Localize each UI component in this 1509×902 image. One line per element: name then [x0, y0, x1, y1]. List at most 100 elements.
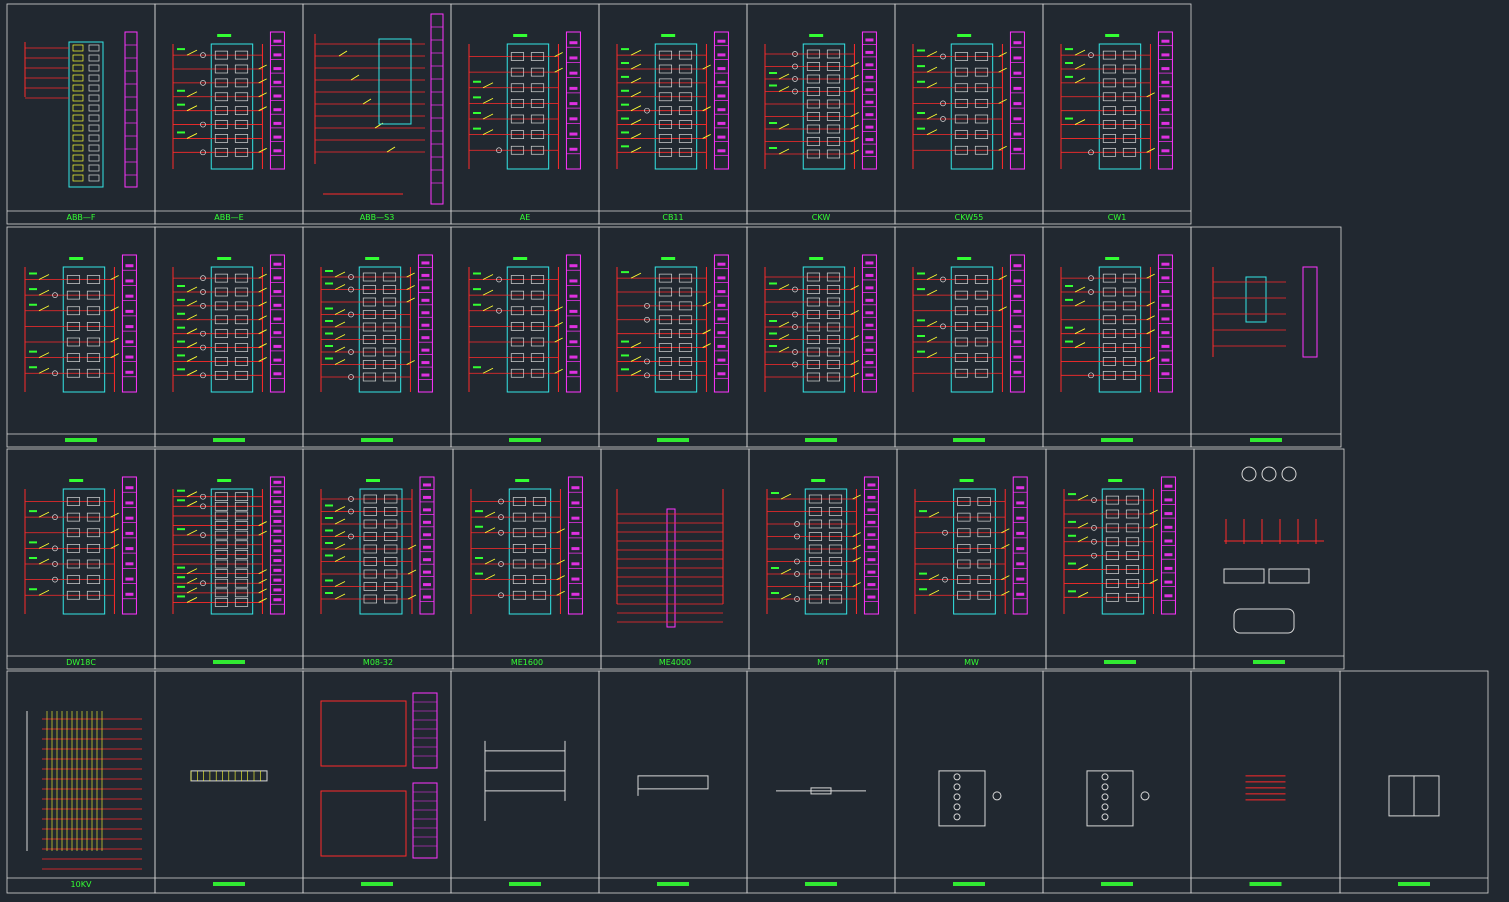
legend-text — [1013, 147, 1022, 151]
terminal-cell — [826, 335, 841, 344]
terminal-cell — [384, 507, 398, 516]
switch-contact — [484, 511, 496, 518]
output-contact — [850, 62, 859, 67]
terminal-cell — [1122, 315, 1137, 325]
switch-contact — [334, 346, 346, 353]
terminal-cell — [1102, 301, 1117, 311]
switch-contact — [630, 105, 642, 112]
legend-text — [569, 86, 578, 90]
legend-table — [863, 476, 879, 615]
lamp-symbol — [942, 529, 948, 536]
caption-glyphs — [65, 438, 97, 442]
output-contact — [110, 337, 119, 343]
terminal-cell — [678, 106, 693, 116]
contact-label — [177, 585, 185, 588]
terminal-block — [802, 266, 846, 393]
panel-frame — [1042, 3, 1192, 225]
panel-1-4: AE — [451, 31, 599, 222]
terminal-cell — [66, 322, 81, 331]
lamp-symbol — [940, 116, 946, 122]
title-mark — [959, 479, 974, 482]
legend-text — [1164, 594, 1173, 598]
panel-3-5: ME4000 — [601, 489, 749, 667]
output-contact — [406, 360, 415, 365]
terminal-cell — [363, 507, 377, 516]
output-contact — [850, 124, 859, 130]
terminal-block — [210, 43, 254, 170]
terminal-cell — [1125, 509, 1140, 519]
terminal-cell — [1105, 565, 1120, 574]
legend-table — [121, 476, 137, 615]
switch-contact — [928, 511, 940, 518]
terminal-cell — [86, 512, 101, 522]
output-contact — [258, 357, 267, 362]
terminal-cell — [974, 67, 989, 77]
panel-caption: ABB—E — [214, 213, 244, 222]
terminal-cell — [234, 134, 249, 143]
switch-contact — [484, 527, 496, 534]
terminal-cell — [826, 112, 841, 121]
terminal-cell — [532, 512, 547, 522]
legend-text — [865, 286, 874, 290]
switch-contact — [334, 543, 346, 550]
terminal-cell — [532, 528, 547, 538]
lamp-symbol — [498, 498, 504, 505]
caption-glyphs — [1253, 660, 1285, 664]
motor-box — [938, 770, 986, 827]
output-contact — [850, 87, 859, 92]
switch-contact — [334, 321, 346, 328]
terminal-cell — [1122, 370, 1137, 380]
caption-glyphs — [213, 438, 245, 442]
terminal-cell — [826, 297, 841, 307]
terminal-cell — [363, 519, 377, 529]
terminal-cell — [954, 290, 969, 300]
switch-contact — [186, 300, 198, 307]
terminal-cell — [72, 114, 84, 122]
output-contact — [258, 287, 267, 293]
output-contact — [258, 301, 267, 307]
terminal-cell — [510, 67, 525, 77]
caption-glyphs — [213, 882, 245, 886]
terminal-cell — [510, 52, 525, 61]
output-contact — [258, 315, 267, 321]
panel-4-5 — [599, 775, 747, 886]
contact-label — [325, 592, 333, 594]
terminal-cell — [214, 588, 229, 598]
output-contact — [258, 598, 267, 603]
legend-text — [273, 500, 282, 504]
switch-contact — [926, 82, 938, 89]
terminal-cell — [234, 147, 249, 157]
legend-text — [273, 510, 282, 514]
panel-caption: CKW — [812, 213, 831, 222]
legend-text — [865, 298, 874, 302]
lamp-symbol — [498, 514, 504, 520]
terminal-cell — [234, 92, 249, 102]
contact-label — [177, 576, 185, 579]
contact-label — [621, 368, 629, 371]
panel-3-6: MT — [749, 476, 897, 667]
terminal-cell — [512, 512, 527, 522]
legend-text — [273, 276, 282, 280]
lamp-symbol — [644, 372, 650, 379]
switch-contact — [1077, 494, 1089, 501]
output-contact — [1146, 301, 1155, 307]
terminal-cell — [1122, 343, 1137, 352]
terminal-cell — [1102, 106, 1117, 116]
switch-contact — [482, 367, 494, 374]
switch-contact — [338, 50, 348, 57]
legend-text — [1013, 102, 1022, 106]
motor-box — [1086, 770, 1134, 827]
legend-text — [273, 568, 282, 572]
terminal-cell — [530, 353, 545, 362]
legend-text — [717, 67, 726, 71]
contact-label — [177, 326, 185, 329]
caption-glyphs — [213, 660, 245, 664]
terminal-cell — [66, 590, 81, 600]
terminal-cell — [1122, 92, 1137, 102]
lamp-symbol — [792, 51, 798, 57]
switch-contact — [926, 129, 938, 136]
output-contact — [850, 335, 859, 340]
legend-text — [569, 71, 578, 75]
title-mark — [217, 479, 232, 482]
terminal-cell — [1122, 147, 1137, 157]
